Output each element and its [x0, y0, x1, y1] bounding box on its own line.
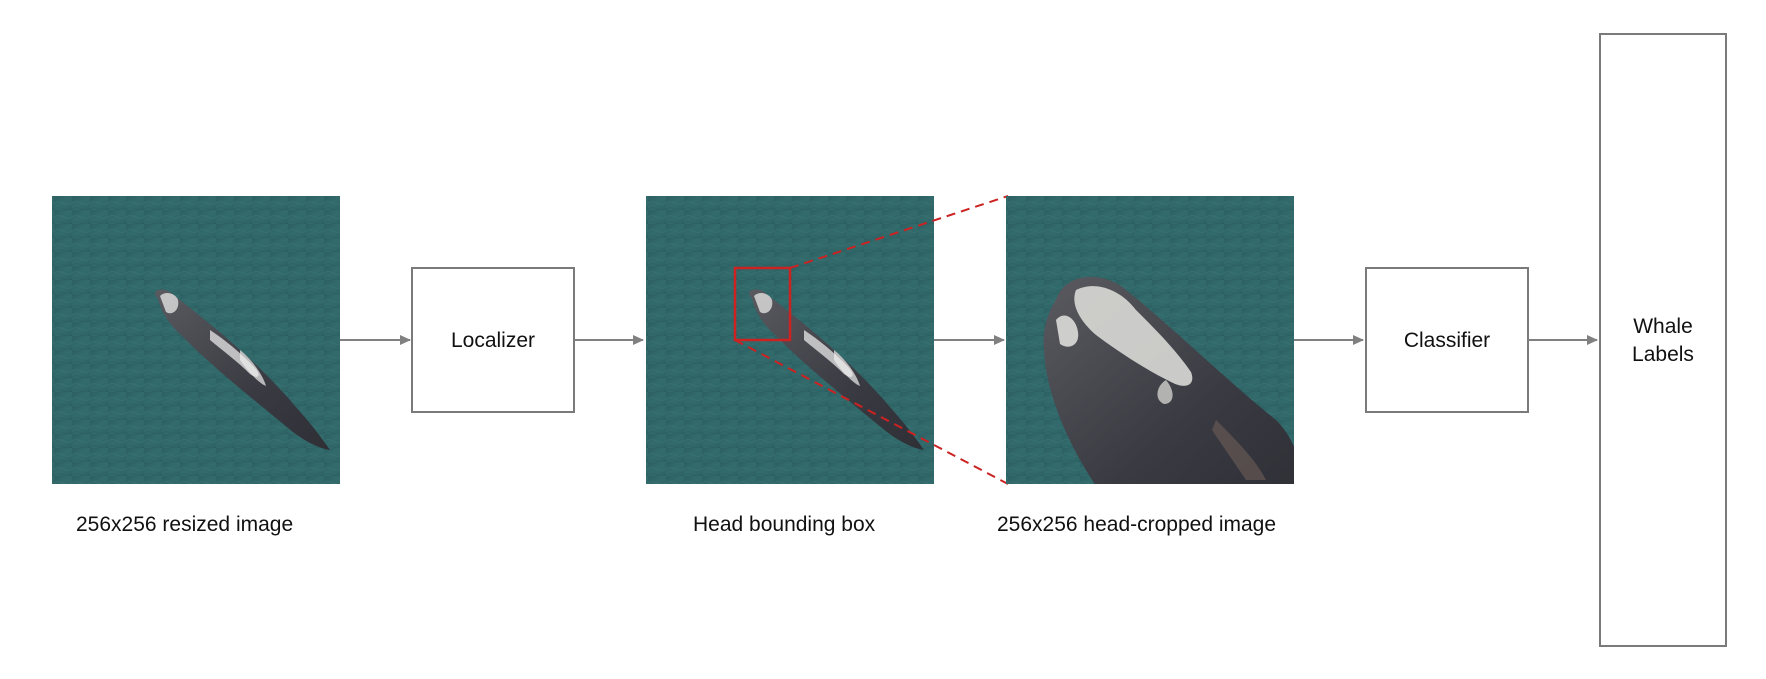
caption-input-image: 256x256 resized image: [76, 513, 294, 536]
bbox-whale-image: [646, 196, 934, 484]
localizer-label: Localizer: [451, 329, 535, 352]
input-whale-image: [52, 196, 340, 484]
caption-bounding-box: Head bounding box: [693, 513, 876, 536]
cropped-head-image: [1006, 196, 1294, 484]
localizer-box: Localizer: [411, 267, 575, 413]
zoom-line-top: [789, 195, 1009, 269]
classifier-box: Classifier: [1365, 267, 1529, 413]
whale-labels-line-1: Whale: [1633, 315, 1693, 338]
whale-labels-box: Whale Labels: [1599, 33, 1727, 647]
whale-shape: [155, 289, 330, 450]
zoom-line-bottom: [734, 339, 1009, 485]
head-bounding-box: [733, 266, 792, 342]
whale-labels-line-2: Labels: [1632, 343, 1694, 366]
classifier-label: Classifier: [1404, 329, 1490, 352]
caption-cropped-image: 256x256 head-cropped image: [997, 513, 1277, 536]
